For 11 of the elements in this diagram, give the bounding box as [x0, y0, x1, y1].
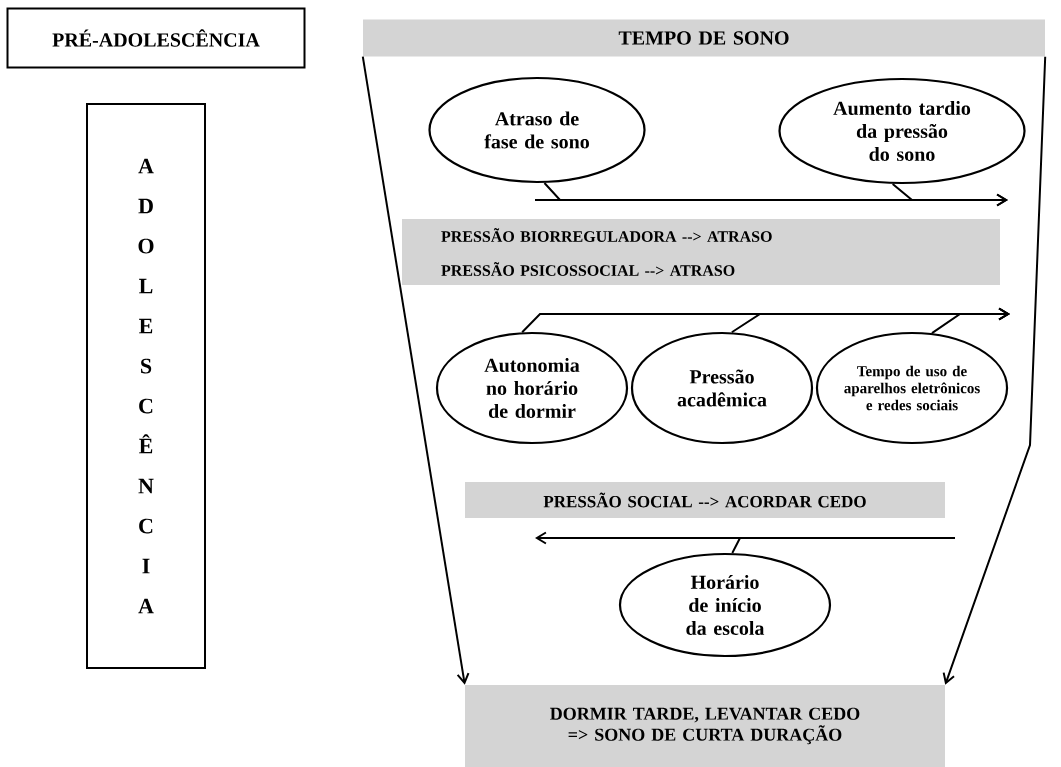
pressure-band: PRESSÃO BIORREGULADORA --> ATRASO PRESSÃO PSICOSSOCIAL --> ATRASO — [402, 219, 1000, 285]
heading-band: TEMPO DE SONO — [363, 19, 1045, 57]
arrow — [930, 307, 1010, 335]
pressure-band: PRESSÃO SOCIAL --> ACORDAR CEDO — [465, 482, 945, 518]
arrow — [891, 182, 1008, 207]
stage-box: A D O L E S C Ê N C I A — [86, 103, 206, 669]
arrow — [361, 55, 470, 685]
arrow — [942, 55, 1047, 685]
result-band: DORMIR TARDE, LEVANTAR CEDO => SONO DE CURTA DURAÇÃO — [465, 685, 945, 767]
arrow — [535, 531, 742, 554]
stage-box: PRÉ-ADOLESCÊNCIA — [6, 7, 306, 69]
